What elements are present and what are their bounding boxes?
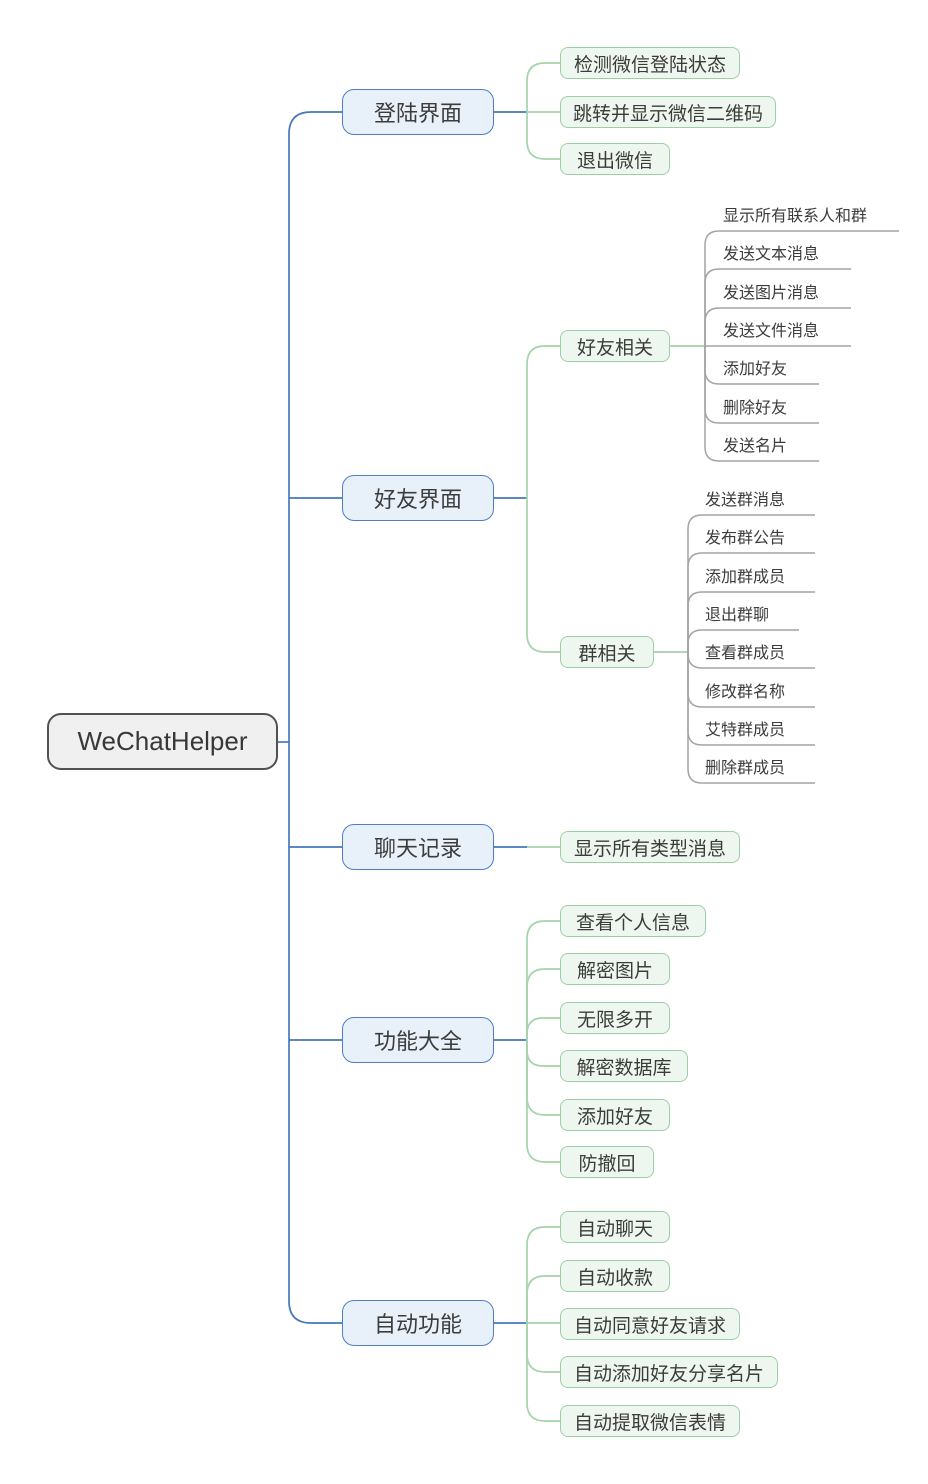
subtopic-item[interactable]: 退出群聊 (705, 607, 770, 624)
subtopic-item[interactable]: 发送文件消息 (723, 323, 820, 340)
subtopic-friend-related[interactable]: 好友相关 (560, 330, 670, 362)
branch-login-ui[interactable]: 登陆界面 (342, 89, 494, 135)
subtopic-item[interactable]: 发布群公告 (705, 530, 786, 547)
subtopic-show-all-message-types[interactable]: 显示所有类型消息 (560, 831, 740, 863)
subtopic-view-personal-info[interactable]: 查看个人信息 (560, 905, 706, 937)
subtopic-item[interactable]: 添加好友 (723, 361, 788, 378)
subtopic-item[interactable]: 发送文本消息 (723, 246, 820, 263)
subtopic-item[interactable]: 显示所有联系人和群 (723, 208, 868, 225)
subtopic-auto-collect-payment[interactable]: 自动收款 (560, 1260, 670, 1292)
subtopic-auto-chat[interactable]: 自动聊天 (560, 1211, 670, 1243)
subtopic-item[interactable]: 删除好友 (723, 400, 788, 417)
branch-chat-history[interactable]: 聊天记录 (342, 824, 494, 870)
branch-auto-features[interactable]: 自动功能 (342, 1300, 494, 1346)
subtopic-item[interactable]: 修改群名称 (705, 684, 786, 701)
subtopic-anti-recall[interactable]: 防撤回 (560, 1146, 654, 1178)
root-topic[interactable]: WeChatHelper (47, 713, 278, 770)
subtopic-item[interactable]: 添加群成员 (705, 569, 786, 586)
subtopic-item[interactable]: 查看群成员 (705, 645, 786, 662)
subtopic-item[interactable]: 艾特群成员 (705, 722, 786, 739)
subtopic-item[interactable]: 发送名片 (723, 438, 788, 455)
subtopic-auto-add-shared-card[interactable]: 自动添加好友分享名片 (560, 1356, 778, 1388)
subtopic-decrypt-database[interactable]: 解密数据库 (560, 1050, 688, 1082)
branch-friend-ui[interactable]: 好友界面 (342, 475, 494, 521)
subtopic-decrypt-images[interactable]: 解密图片 (560, 953, 670, 985)
subtopic-auto-accept-friend[interactable]: 自动同意好友请求 (560, 1308, 740, 1340)
subtopic-group-related[interactable]: 群相关 (560, 636, 654, 668)
subtopic-check-login-status[interactable]: 检测微信登陆状态 (560, 47, 740, 79)
subtopic-show-qrcode[interactable]: 跳转并显示微信二维码 (560, 96, 776, 128)
subtopic-logout-wechat[interactable]: 退出微信 (560, 143, 670, 175)
subtopic-multi-instance[interactable]: 无限多开 (560, 1002, 670, 1034)
branch-feature-list[interactable]: 功能大全 (342, 1017, 494, 1063)
subtopic-item[interactable]: 发送群消息 (705, 492, 786, 509)
subtopic-add-friend[interactable]: 添加好友 (560, 1099, 670, 1131)
subtopic-item[interactable]: 发送图片消息 (723, 285, 820, 302)
subtopic-auto-extract-emoji[interactable]: 自动提取微信表情 (560, 1405, 740, 1437)
subtopic-item[interactable]: 删除群成员 (705, 760, 786, 777)
